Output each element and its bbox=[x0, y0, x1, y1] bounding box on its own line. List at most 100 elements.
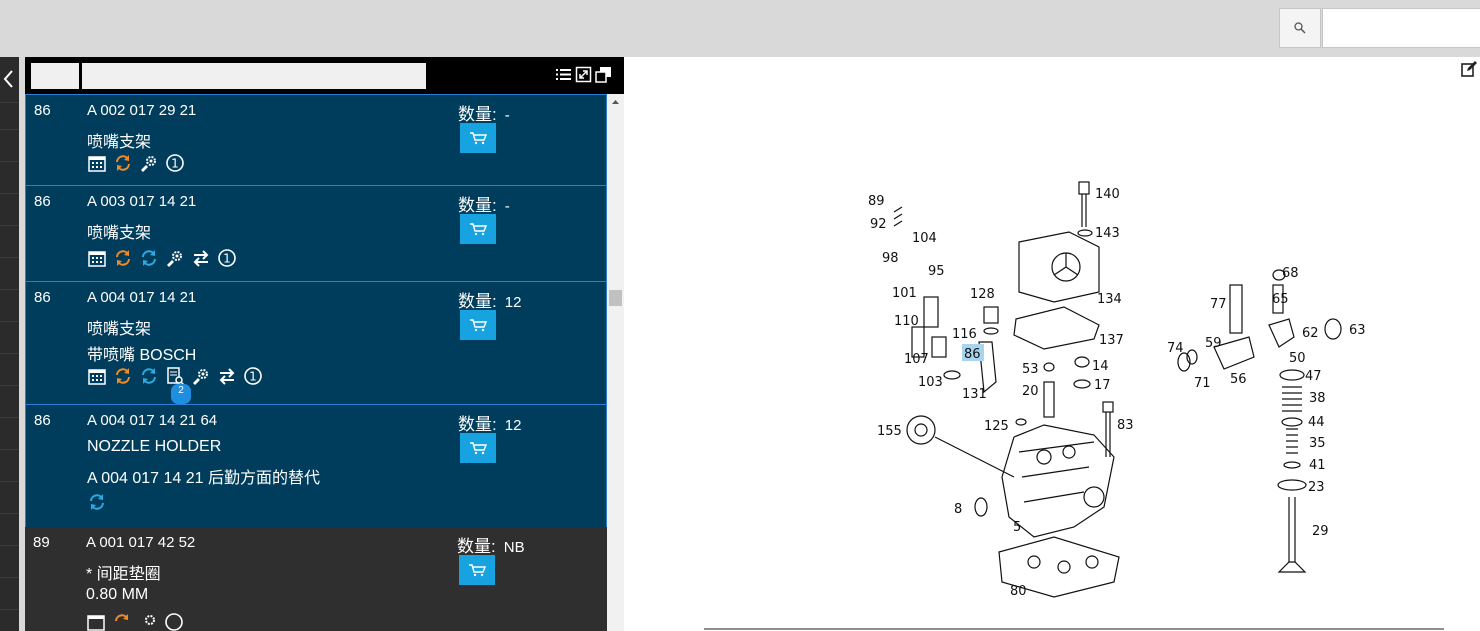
parts-list: 86 A 002 017 29 21 喷嘴支架 数量:- 1 86 A 003 … bbox=[25, 94, 607, 631]
expand-icon[interactable] bbox=[575, 66, 592, 83]
chevron-left-icon[interactable] bbox=[0, 65, 19, 93]
part-note: 带喷嘴 BOSCH bbox=[87, 347, 197, 364]
gear-person-icon[interactable] bbox=[139, 153, 159, 173]
part-note: 0.80 MM bbox=[86, 586, 149, 603]
callout-134[interactable]: 134 bbox=[1097, 292, 1122, 307]
refresh-orange-icon[interactable] bbox=[113, 248, 133, 268]
filter-text-input[interactable] bbox=[82, 63, 426, 89]
callout-104[interactable]: 104 bbox=[912, 231, 937, 246]
info-circle-icon[interactable]: 1 bbox=[243, 366, 263, 386]
scrollbar[interactable] bbox=[607, 94, 624, 631]
callout-92[interactable]: 92 bbox=[870, 217, 887, 232]
notification-badge: 2 bbox=[171, 384, 191, 404]
callout-68[interactable]: 68 bbox=[1282, 266, 1299, 281]
collapsed-sidebar bbox=[0, 57, 19, 631]
info-circle-icon[interactable]: 1 bbox=[165, 153, 185, 173]
callout-59[interactable]: 59 bbox=[1205, 336, 1222, 351]
callout-14[interactable]: 14 bbox=[1092, 359, 1109, 374]
callout-131[interactable]: 131 bbox=[962, 387, 987, 402]
callout-103[interactable]: 103 bbox=[918, 375, 943, 390]
callout-137[interactable]: 137 bbox=[1099, 333, 1124, 348]
info-circle-icon[interactable]: 1 bbox=[217, 248, 237, 268]
callout-116[interactable]: 116 bbox=[952, 327, 977, 342]
callout-50[interactable]: 50 bbox=[1289, 351, 1306, 366]
callout-71[interactable]: 71 bbox=[1194, 376, 1211, 391]
callout-8[interactable]: 8 bbox=[954, 502, 962, 517]
callout-143[interactable]: 143 bbox=[1095, 226, 1120, 241]
add-to-cart-button[interactable] bbox=[460, 310, 496, 340]
calendar-icon[interactable] bbox=[87, 366, 107, 386]
callout-38[interactable]: 38 bbox=[1309, 391, 1326, 406]
list-view-icon[interactable] bbox=[555, 66, 572, 83]
callout-89[interactable]: 89 bbox=[868, 194, 885, 209]
callout-98[interactable]: 98 bbox=[882, 251, 899, 266]
refresh-orange-icon[interactable] bbox=[113, 366, 133, 386]
search-button[interactable] bbox=[1279, 8, 1321, 48]
callout-86[interactable]: 86 bbox=[964, 347, 981, 362]
callout-80[interactable]: 80 bbox=[1010, 584, 1027, 599]
callout-17[interactable]: 17 bbox=[1094, 378, 1111, 393]
list-item[interactable]: 86 A 004 017 14 21 喷嘴支架 带喷嘴 BOSCH 数量:12 … bbox=[25, 281, 607, 405]
callout-44[interactable]: 44 bbox=[1308, 415, 1325, 430]
swap-arrows-icon[interactable] bbox=[191, 248, 211, 268]
calendar-icon[interactable] bbox=[87, 153, 107, 173]
add-to-cart-button[interactable] bbox=[460, 433, 496, 463]
svg-text:1: 1 bbox=[223, 252, 231, 266]
refresh-blue-icon[interactable] bbox=[139, 366, 159, 386]
callout-5[interactable]: 5 bbox=[1013, 520, 1021, 535]
popout-window-icon[interactable] bbox=[595, 66, 612, 83]
callout-77[interactable]: 77 bbox=[1210, 297, 1227, 312]
position-number: 86 bbox=[34, 193, 51, 210]
callout-83[interactable]: 83 bbox=[1117, 418, 1134, 433]
add-to-cart-button[interactable] bbox=[460, 123, 496, 153]
info-circle-icon[interactable] bbox=[164, 612, 184, 631]
quantity: 数量:12 bbox=[458, 415, 522, 434]
callout-47[interactable]: 47 bbox=[1305, 369, 1322, 384]
filter-position-input[interactable] bbox=[31, 63, 79, 89]
callout-74[interactable]: 74 bbox=[1167, 341, 1184, 356]
callout-65[interactable]: 65 bbox=[1272, 292, 1289, 307]
callout-41[interactable]: 41 bbox=[1309, 458, 1326, 473]
list-item[interactable]: 86 A 003 017 14 21 喷嘴支架 数量:- 1 bbox=[25, 185, 607, 282]
refresh-blue-icon[interactable] bbox=[87, 492, 107, 512]
quantity: 数量:- bbox=[458, 196, 510, 215]
list-item[interactable]: 86 A 004 017 14 21 64 NOZZLE HOLDER A 00… bbox=[25, 404, 607, 528]
scrollbar-thumb[interactable] bbox=[609, 290, 622, 306]
callout-53[interactable]: 53 bbox=[1022, 362, 1039, 377]
part-number: A 003 017 14 21 bbox=[87, 193, 197, 210]
add-to-cart-button[interactable] bbox=[459, 555, 495, 585]
gear-person-icon[interactable] bbox=[165, 248, 185, 268]
callout-20[interactable]: 20 bbox=[1022, 384, 1039, 399]
calendar-icon[interactable] bbox=[86, 612, 106, 631]
callout-125[interactable]: 125 bbox=[984, 419, 1009, 434]
edit-icon[interactable] bbox=[1461, 61, 1477, 77]
callout-128[interactable]: 128 bbox=[970, 287, 995, 302]
parts-diagram[interactable]: 8992104989510111010710312811686131140143… bbox=[624, 57, 1480, 631]
callout-63[interactable]: 63 bbox=[1349, 323, 1366, 338]
add-to-cart-button[interactable] bbox=[460, 214, 496, 244]
refresh-orange-icon[interactable] bbox=[113, 153, 133, 173]
gear-person-icon[interactable] bbox=[191, 366, 211, 386]
callout-107[interactable]: 107 bbox=[904, 352, 929, 367]
callout-155[interactable]: 155 bbox=[877, 424, 902, 439]
callout-56[interactable]: 56 bbox=[1230, 372, 1247, 387]
gear-person-icon[interactable] bbox=[138, 612, 158, 631]
callout-29[interactable]: 29 bbox=[1312, 524, 1329, 539]
refresh-blue-icon[interactable] bbox=[139, 248, 159, 268]
list-item[interactable]: 89 A 001 017 42 52 * 间距垫圈 0.80 MM 数量:NB bbox=[25, 527, 607, 631]
callout-62[interactable]: 62 bbox=[1302, 326, 1319, 341]
callout-101[interactable]: 101 bbox=[892, 286, 917, 301]
list-item[interactable]: 86 A 002 017 29 21 喷嘴支架 数量:- 1 bbox=[25, 94, 607, 186]
search-input[interactable] bbox=[1322, 8, 1480, 48]
document-search-icon[interactable]: 2 bbox=[165, 366, 191, 404]
refresh-orange-icon[interactable] bbox=[112, 612, 132, 631]
scroll-up-icon[interactable] bbox=[607, 94, 624, 111]
callout-95[interactable]: 95 bbox=[928, 264, 945, 279]
position-number: 86 bbox=[34, 412, 51, 429]
callout-140[interactable]: 140 bbox=[1095, 187, 1120, 202]
callout-35[interactable]: 35 bbox=[1309, 436, 1326, 451]
callout-110[interactable]: 110 bbox=[894, 314, 919, 329]
callout-23[interactable]: 23 bbox=[1308, 480, 1325, 495]
swap-arrows-icon[interactable] bbox=[217, 366, 237, 386]
calendar-icon[interactable] bbox=[87, 248, 107, 268]
